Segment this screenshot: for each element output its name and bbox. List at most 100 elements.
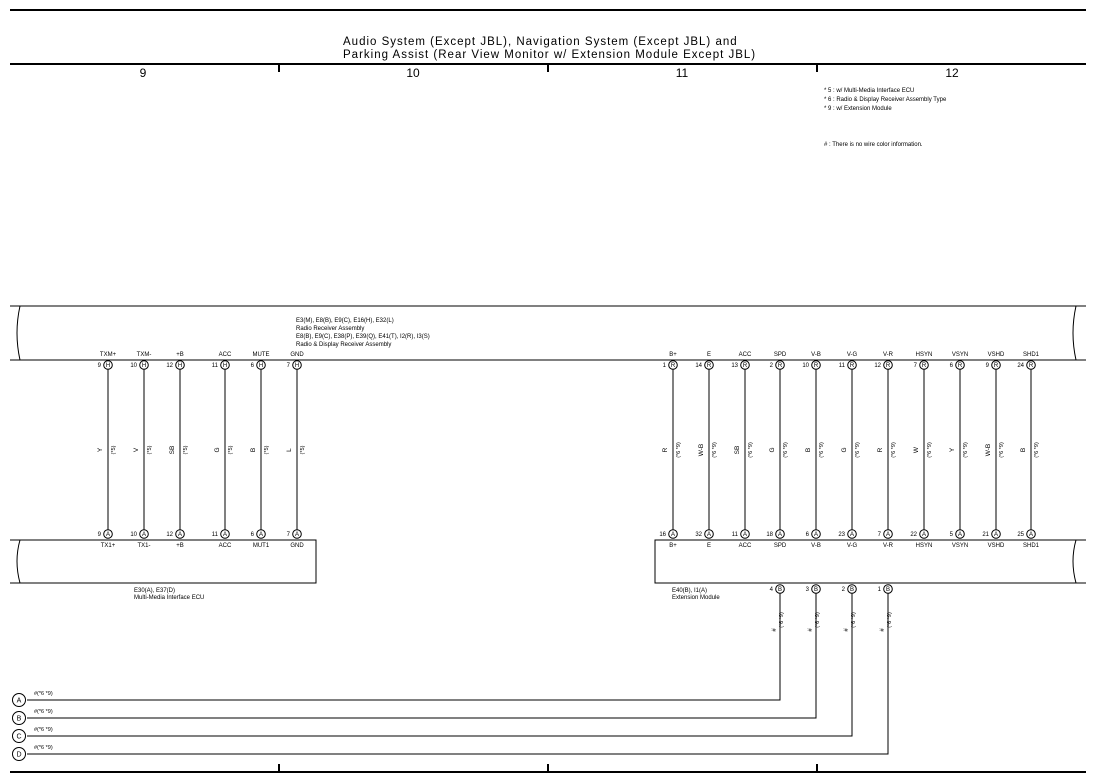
connector-pin-circle xyxy=(220,360,230,370)
wire-color-label: B xyxy=(805,448,812,452)
connector-pin-circle xyxy=(256,360,266,370)
routed-wire xyxy=(27,593,781,701)
connector-letter: H xyxy=(106,363,110,369)
connector-pin-circle xyxy=(1026,360,1036,370)
pin-number: 3 xyxy=(806,587,810,593)
pin-function-label: E xyxy=(707,543,711,549)
pin-function-label: VSHD xyxy=(988,352,1005,358)
title-line-2: Parking Assist (Rear View Monitor w/ Ext… xyxy=(343,49,756,61)
wire-condition-label: (*5) xyxy=(228,445,234,454)
wire-color-label: W-B xyxy=(985,444,992,457)
pin-function-label: ACC xyxy=(739,352,752,358)
pin-function-label: V-G xyxy=(847,352,858,358)
connector-letter: R xyxy=(886,363,891,369)
connector-letter: H xyxy=(295,363,299,369)
pin-number: 21 xyxy=(982,532,989,538)
box-break xyxy=(10,305,20,361)
off-page-connector-letter: A xyxy=(17,698,22,705)
connector-pin-circle xyxy=(811,360,821,370)
component-label: Radio Receiver Assembly xyxy=(296,326,364,332)
connector-letter: H xyxy=(142,363,146,369)
wire-condition-label: (*6 *9) xyxy=(999,442,1005,458)
column-number: 10 xyxy=(406,66,420,80)
pin-function-label: TXM- xyxy=(137,352,152,358)
connector-letter: H xyxy=(259,363,263,369)
wire-color-label: # xyxy=(844,628,850,632)
multimedia-ecu-box xyxy=(16,539,317,584)
pin-number: 11 xyxy=(839,363,846,369)
pin-function-label: HSYN xyxy=(916,352,933,358)
connector-pin-circle xyxy=(991,529,1001,539)
pin-function-label: +B xyxy=(176,543,184,549)
component-label: Multi-Media Interface ECU xyxy=(134,595,204,601)
wire-condition-label: (*6 *9) xyxy=(676,442,682,458)
component-label: E8(B), E9(C), E38(P), E39(Q), E41(T), I2… xyxy=(296,334,430,340)
pin-function-label: TX1+ xyxy=(101,543,116,549)
wire-color-label: Y xyxy=(949,447,956,452)
wire-condition-label: (*6 *9) xyxy=(851,612,857,628)
wire-condition-label: (*6 *9) xyxy=(927,442,933,458)
connector-letter: B xyxy=(886,587,890,593)
connector-pin-circle xyxy=(103,529,113,539)
connector-pin-circle xyxy=(175,529,185,539)
connector-pin-circle xyxy=(955,360,965,370)
wire-condition-label: #(*6 *9) xyxy=(34,745,53,751)
pin-function-label: VSYN xyxy=(952,352,968,358)
pin-number: 18 xyxy=(766,532,773,538)
note-line: * 5 : w/ Multi-Media Interface ECU xyxy=(824,88,914,94)
pin-number: 6 xyxy=(806,532,810,538)
component-label: E40(B), I1(A) xyxy=(672,588,707,594)
pin-function-label: V-B xyxy=(811,352,821,358)
connector-letter: A xyxy=(1029,532,1033,538)
wire-color-label: # xyxy=(772,628,778,632)
component-label: Radio & Display Receiver Assembly xyxy=(296,342,391,348)
off-page-connector-letter: C xyxy=(16,734,21,741)
connector-pin-circle xyxy=(955,529,965,539)
connector-letter: R xyxy=(814,363,819,369)
pin-number: 10 xyxy=(802,363,809,369)
connector-pin-circle xyxy=(883,529,893,539)
connector-letter: A xyxy=(142,532,146,538)
wire-color-label: SB xyxy=(169,446,176,455)
pin-function-label: V-R xyxy=(883,352,894,358)
wire-color-label: W-B xyxy=(698,444,705,457)
connector-letter: A xyxy=(886,532,890,538)
pin-number: 11 xyxy=(212,363,219,369)
pin-number: 7 xyxy=(878,532,882,538)
component-label: E30(A), E37(D) xyxy=(134,588,175,594)
pin-function-label: E xyxy=(707,352,711,358)
connector-letter: R xyxy=(994,363,999,369)
wire-condition-label: (*5) xyxy=(147,445,153,454)
wire-condition-label: (*6 *9) xyxy=(712,442,718,458)
title-line-1: Audio System (Except JBL), Navigation Sy… xyxy=(343,36,738,48)
pin-function-label: SPD xyxy=(774,543,787,549)
connector-letter: A xyxy=(178,532,182,538)
pin-number: 25 xyxy=(1017,532,1024,538)
wire-color-label: W xyxy=(913,446,920,453)
connector-pin-circle xyxy=(775,360,785,370)
pin-function-label: SPD xyxy=(774,352,787,358)
pin-number: 1 xyxy=(663,363,667,369)
pin-number: 23 xyxy=(838,532,845,538)
connector-letter: A xyxy=(295,532,299,538)
wire-condition-label: #(*6 *9) xyxy=(34,727,53,733)
off-page-connector xyxy=(12,711,26,725)
wire-color-label: R xyxy=(662,447,669,452)
column-number: 11 xyxy=(676,66,689,80)
connector-pin-circle xyxy=(103,360,113,370)
connector-pin-circle xyxy=(775,529,785,539)
connector-letter: A xyxy=(994,532,998,538)
box-break xyxy=(1076,539,1086,584)
connector-pin-circle xyxy=(292,529,302,539)
pin-function-label: TXM+ xyxy=(100,352,117,358)
connector-pin-circle xyxy=(991,360,1001,370)
connector-pin-circle xyxy=(1026,529,1036,539)
pin-number: 7 xyxy=(287,532,291,538)
column-ticks xyxy=(278,64,818,772)
off-page-connector-letter: B xyxy=(17,716,22,723)
pin-function-label: MUTE xyxy=(253,352,270,358)
connector-letter: R xyxy=(958,363,963,369)
pin-number: 4 xyxy=(770,587,774,593)
wire-condition-label: #(*6 *9) xyxy=(34,691,53,697)
